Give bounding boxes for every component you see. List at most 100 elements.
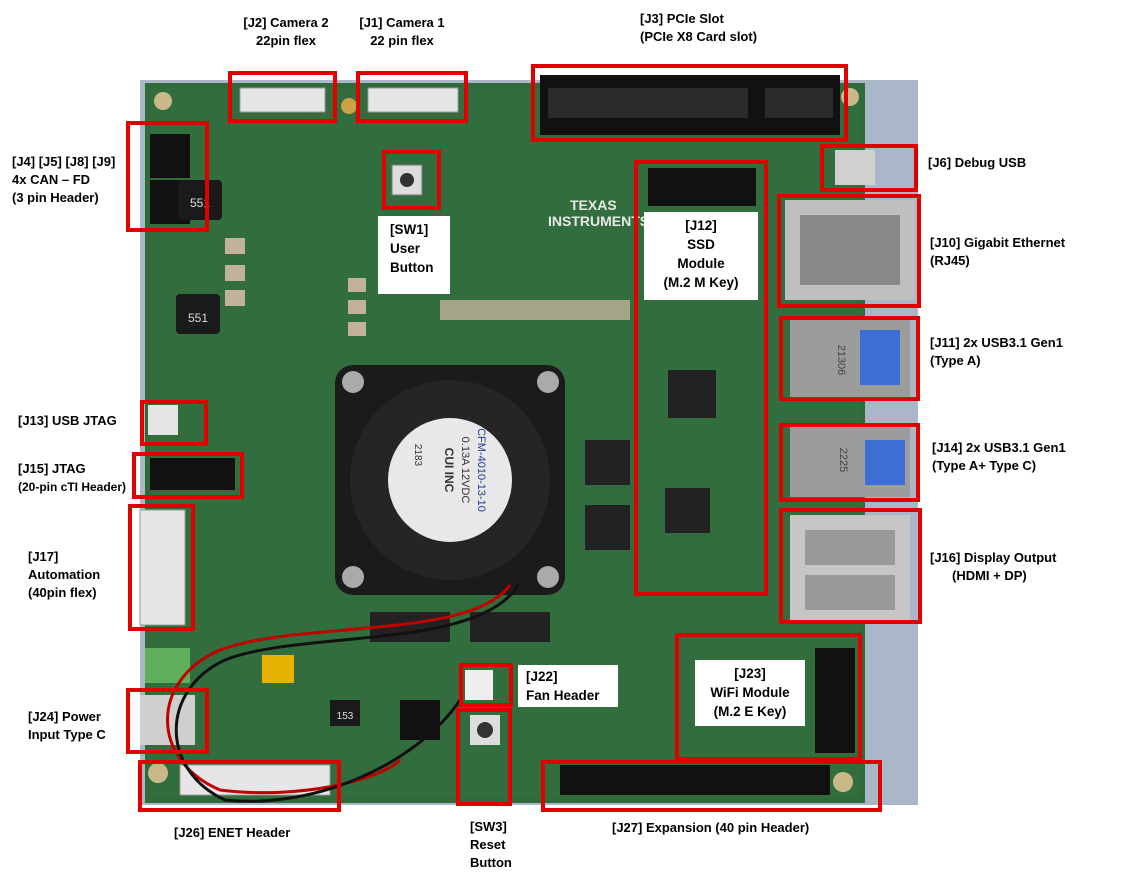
j27-box	[541, 760, 882, 812]
j1-box	[356, 71, 468, 123]
j23-label: [J23] WiFi Module (M.2 E Key)	[695, 660, 805, 726]
j2-label-line2: 22pin flex	[256, 33, 316, 48]
j1-label-line2: 22 pin flex	[370, 33, 434, 48]
ti-logo-line2: INSTRUMENTS	[548, 213, 649, 229]
j22-label-line2: Fan Header	[526, 688, 600, 703]
j10-label-line1: [J10] Gigabit Ethernet	[930, 235, 1066, 250]
sw1-label-line1: [SW1]	[390, 222, 429, 237]
m2-ssd-slot	[648, 168, 756, 206]
j24-label: [J24] Power Input Type C	[28, 708, 106, 744]
can-box	[126, 121, 209, 232]
fan-model-text: CFM-4010-13-10	[475, 428, 487, 512]
j13-label-line1: [J13] USB JTAG	[18, 413, 117, 428]
j6-label-line1: [J6] Debug USB	[928, 155, 1027, 170]
j3-label-line1: [J3] PCIe Slot	[640, 11, 724, 26]
inductor-1	[178, 180, 222, 220]
automation-flex-connector	[139, 509, 186, 626]
j15-label-line1: [J15] JTAG	[18, 461, 86, 476]
j16-label: [J16] Display Output (HDMI + DP)	[930, 549, 1056, 585]
can-label: [J4] [J5] [J8] [J9] 4x CAN – FD (3 pin H…	[12, 153, 115, 207]
j2-label-line1: [J2] Camera 2	[243, 15, 329, 30]
j12-label-line3: Module	[677, 256, 725, 271]
j23-label-line2: WiFi Module	[710, 685, 790, 700]
j14-label: [J14] 2x USB3.1 Gen1 (Type A+ Type C)	[932, 439, 1066, 475]
j14-box	[779, 423, 920, 502]
camera2-connector	[239, 87, 326, 113]
inductor-2	[176, 294, 220, 334]
usb-ac-code: 2225	[837, 448, 849, 472]
ssd-controller-chip	[668, 370, 716, 418]
j11-label: [J11] 2x USB3.1 Gen1 (Type A)	[930, 334, 1063, 370]
fan-rating-text: 0.13A 12VDC	[459, 437, 471, 504]
j6-box	[820, 144, 918, 192]
sw3-label: [SW3] Reset Button	[470, 818, 512, 872]
j26-label-line1: [J26] ENET Header	[174, 825, 291, 840]
fan-cable-black	[174, 584, 520, 803]
jtag-header	[150, 458, 235, 490]
sw1-label-line3: Button	[390, 260, 434, 275]
j17-label-line3: (40pin flex)	[28, 585, 97, 600]
j16-box	[779, 508, 922, 624]
usb-a-code: 21306	[835, 345, 847, 376]
sw1-label-line2: User	[390, 241, 421, 256]
j26-box	[138, 760, 341, 812]
j12-label-line1: [J12]	[685, 218, 717, 233]
inductor-2-label: 551	[188, 311, 208, 325]
j12-label: [J12] SSD Module (M.2 M Key)	[644, 212, 758, 300]
mounting-hole-bl	[148, 763, 168, 783]
j10-box	[777, 194, 921, 308]
j17-label: [J17] Automation (40pin flex)	[28, 548, 100, 602]
memory-chip-1	[585, 440, 630, 485]
j12-label-line2: SSD	[687, 237, 715, 252]
j16-label-line1: [J16] Display Output	[930, 550, 1057, 565]
m2-wifi-slot	[815, 648, 855, 753]
fan-label-disc	[388, 418, 512, 542]
j6-label: [J6] Debug USB	[928, 154, 1026, 172]
j17-label-line1: [J17]	[28, 549, 59, 564]
j10-label: [J10] Gigabit Ethernet (RJ45)	[930, 234, 1065, 270]
j14-label-line1: [J14] 2x USB3.1 Gen1	[932, 440, 1066, 455]
can-label-line1: [J4] [J5] [J8] [J9]	[12, 154, 116, 169]
j15-label: [J15] JTAG (20-pin cTI Header)	[18, 460, 126, 496]
can-label-line3: (3 pin Header)	[12, 190, 99, 205]
j16-label-line2: (HDMI + DP)	[952, 568, 1027, 583]
sw1-label: [SW1] User Button	[378, 216, 450, 294]
j3-label: [J3] PCIe Slot (PCIe X8 Card slot)	[640, 10, 757, 46]
sw3-label-line2: Reset	[470, 837, 506, 852]
sw3-box	[456, 708, 512, 806]
memory-chip-2	[585, 505, 630, 550]
fan-code-text: 2183	[412, 444, 423, 467]
can-headers-top	[150, 134, 190, 178]
j3-label-line2: (PCIe X8 Card slot)	[640, 29, 758, 44]
j2-label: [J2] Camera 2 22pin flex	[236, 14, 336, 50]
j12-label-line4: (M.2 M Key)	[663, 275, 739, 290]
j2-box	[228, 71, 337, 123]
j11-box	[779, 316, 920, 401]
j24-label-line2: Input Type C	[28, 727, 106, 742]
j15-box	[132, 452, 244, 499]
j22-label: [J22] Fan Header	[518, 665, 618, 707]
j22-label-line1: [J22]	[526, 669, 558, 684]
j23-label-line1: [J23]	[734, 666, 766, 681]
j12-box	[634, 160, 768, 596]
sw3-label-line1: [SW3]	[470, 819, 507, 834]
j1-label-line1: [J1] Camera 1	[359, 15, 445, 30]
j13-box	[140, 400, 208, 446]
sw1-box	[382, 150, 441, 210]
j14-label-line2: (Type A+ Type C)	[932, 458, 1037, 473]
j1-label: [J1] Camera 1 22 pin flex	[352, 14, 452, 50]
fan-cable-red	[166, 584, 512, 795]
j3-box	[531, 64, 848, 142]
j22-box	[459, 663, 513, 707]
debug-usb-port	[835, 150, 875, 185]
mounting-hole-tl	[154, 92, 172, 110]
inductor-3-label: 153	[337, 711, 354, 722]
j27-label: [J27] Expansion (40 pin Header)	[612, 819, 809, 837]
j15-label-line2: (20-pin cTI Header)	[18, 480, 127, 494]
j11-label-line2: (Type A)	[930, 353, 981, 368]
j13-label: [J13] USB JTAG	[18, 412, 117, 430]
j24-label-line1: [J24] Power	[28, 709, 101, 724]
j27-label-line1: [J27] Expansion (40 pin Header)	[612, 820, 810, 835]
fan-brand-text: CUI INC	[442, 448, 456, 493]
